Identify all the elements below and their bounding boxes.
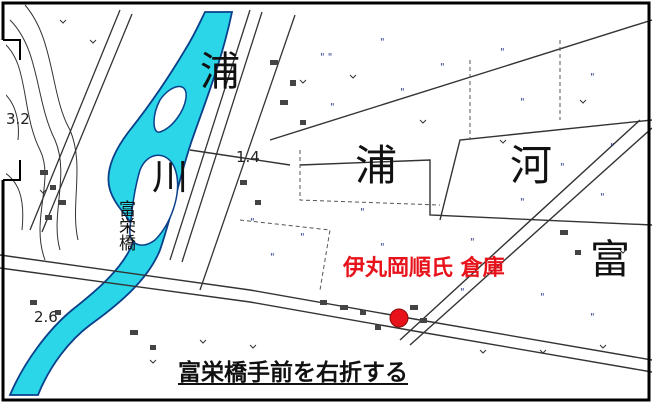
warehouse-label: 伊丸岡順氏 倉庫 [343, 256, 505, 281]
contour-lines [0, 4, 79, 261]
svg-text:": " [440, 62, 445, 73]
svg-text:": " [250, 217, 255, 228]
svg-text:": " [270, 252, 275, 263]
svg-text:": " [500, 47, 505, 58]
area-name-char-1: 浦 [355, 141, 398, 190]
paddy-symbols: " " " " " " " " " " " " " " " " " " " " " " [250, 37, 615, 323]
svg-text:": " [590, 312, 595, 323]
svg-text:": " [610, 142, 615, 153]
building-blocks [30, 60, 581, 350]
svg-text:": " [560, 162, 565, 173]
svg-text:": " [470, 237, 475, 248]
embankment-lines [29, 9, 296, 291]
svg-text:": " [330, 102, 335, 113]
river-name-char-2: 川 [152, 157, 189, 198]
svg-text:": " [600, 192, 605, 203]
field-boundaries [239, 40, 561, 291]
field-symbols [39, 19, 627, 364]
warehouse-marker [389, 308, 409, 328]
route-instruction: 富栄橋手前を右折する [178, 360, 408, 386]
area-name-char-3: 富 [590, 237, 630, 283]
svg-text:": " [380, 37, 385, 48]
svg-text:" ": " " [320, 52, 332, 63]
elevation-label-1: 3.2 [6, 110, 30, 128]
svg-text:": " [540, 292, 545, 303]
svg-text:": " [300, 232, 305, 243]
svg-text:": " [400, 87, 405, 98]
svg-text:": " [380, 242, 385, 253]
elevation-label-3: 2.6 [34, 308, 58, 326]
road-network [0, 19, 652, 373]
area-name-char-2: 河 [510, 141, 553, 190]
svg-text:": " [460, 287, 465, 298]
svg-text:": " [520, 97, 525, 108]
svg-text:": " [360, 207, 365, 218]
river-island-upper [153, 85, 187, 133]
bridge-label: 富栄橋 [115, 200, 135, 251]
caption-box [160, 356, 465, 392]
elevation-label-2: 1.4 [236, 148, 260, 166]
left-tab [0, 40, 6, 180]
svg-text:": " [520, 197, 525, 208]
river-name-char-1: 浦 [200, 49, 240, 95]
svg-text:": " [590, 72, 595, 83]
river-island [129, 154, 179, 246]
